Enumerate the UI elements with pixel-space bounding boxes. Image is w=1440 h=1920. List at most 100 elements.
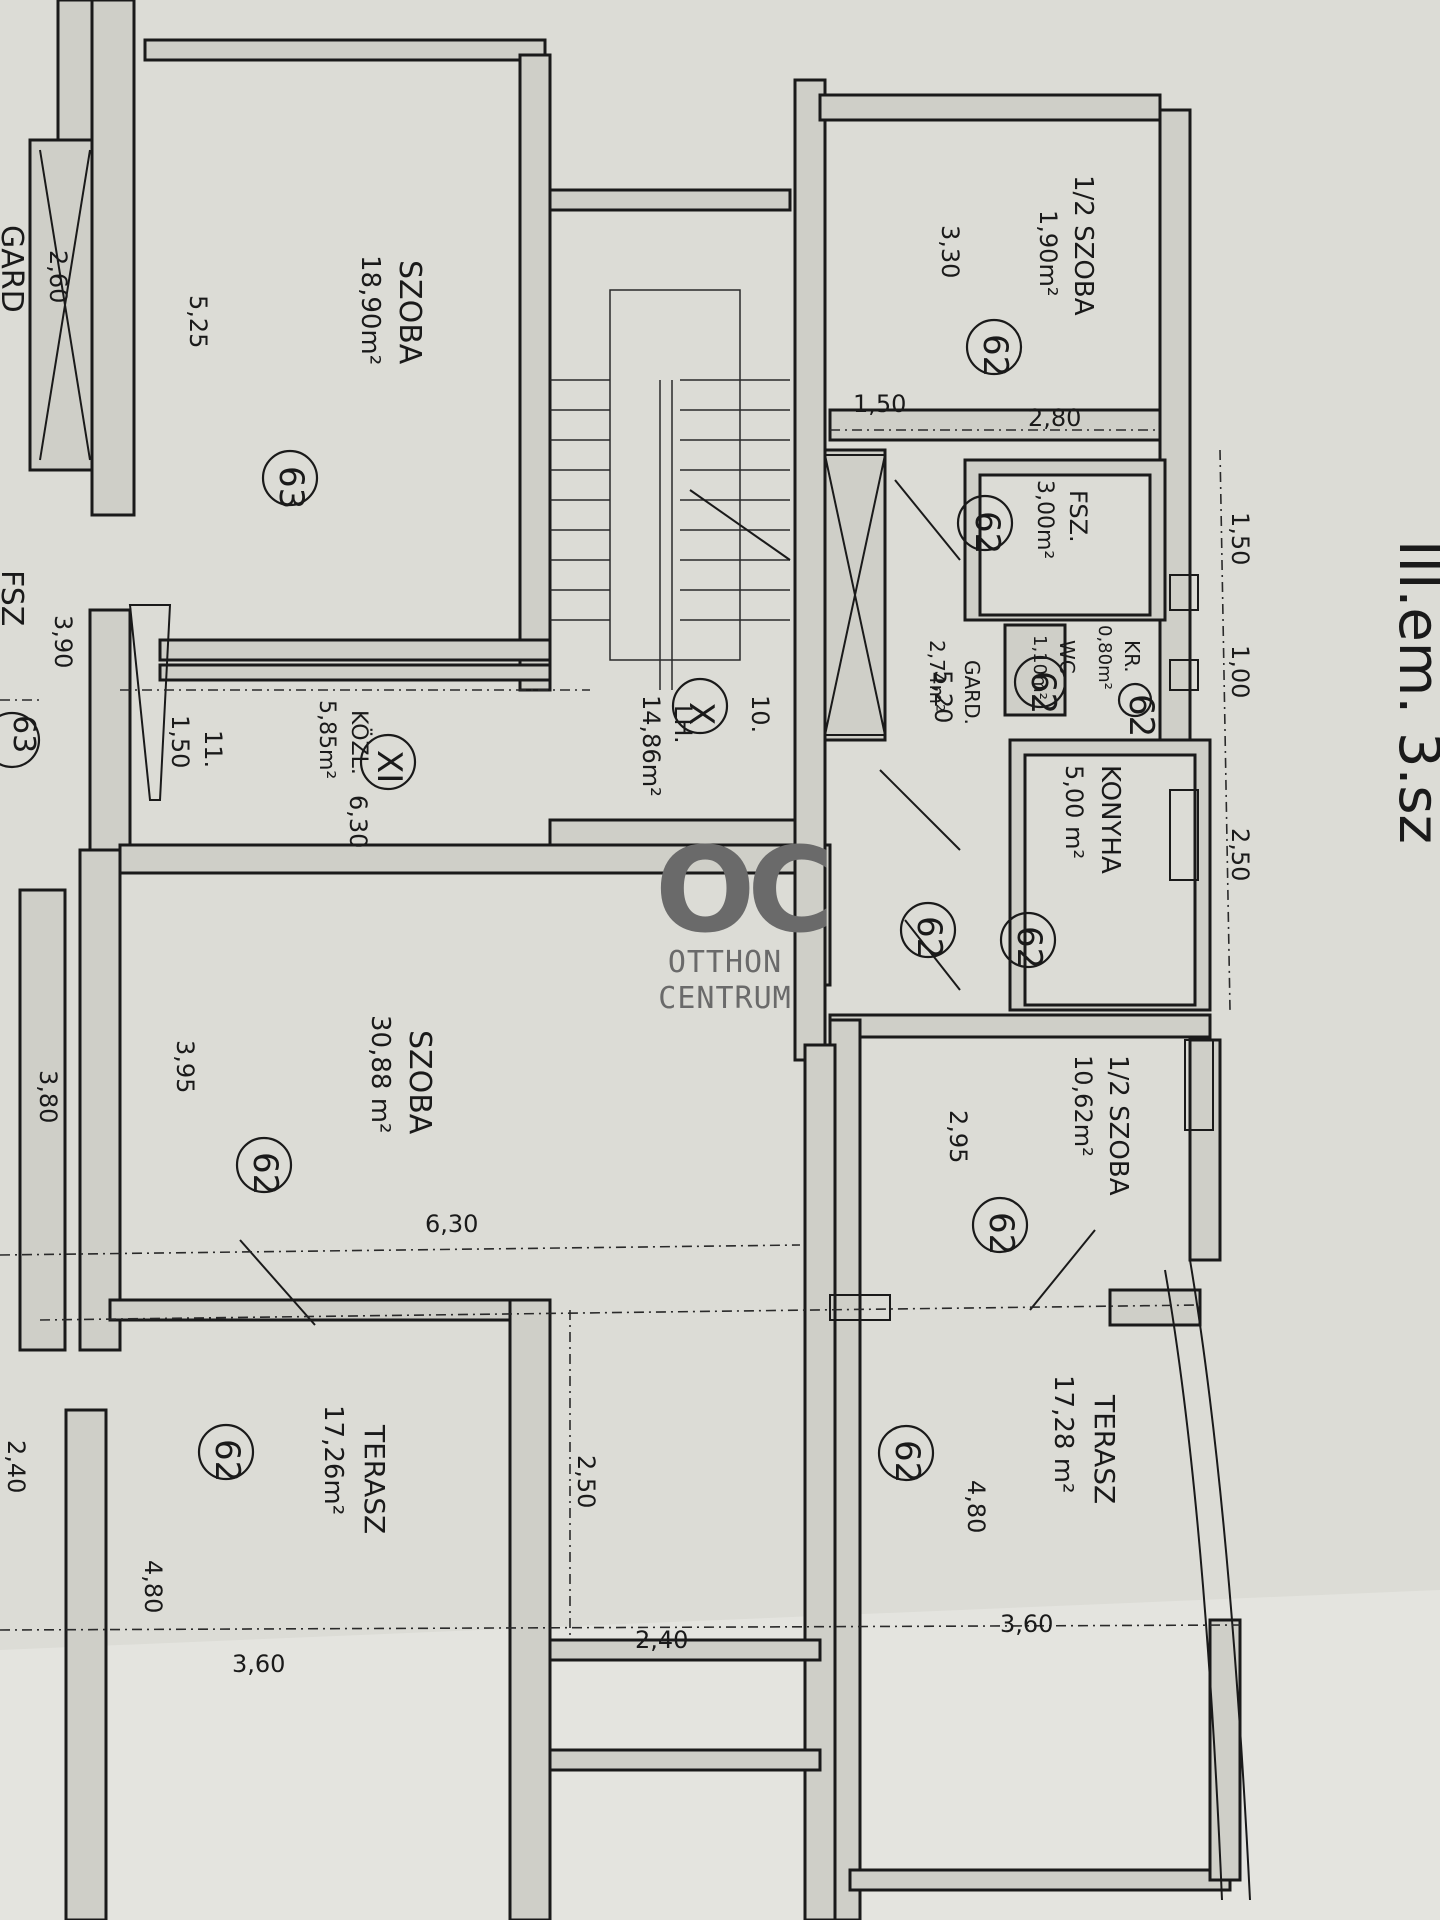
room-area-szoba-18: 18,90m² [355, 255, 385, 365]
dimension-label: 3,90 [49, 615, 77, 668]
wall-segment [828, 408, 1162, 442]
margin-text: GARD [0, 225, 29, 313]
wall-segment [548, 1638, 822, 1662]
room-name-wc: WC [1055, 640, 1079, 674]
wall-segment [803, 1043, 837, 1920]
dimension-label: 1,50 [1226, 512, 1254, 565]
wall-segment [793, 78, 827, 1062]
wall-segment [508, 1298, 552, 1920]
room-area-kozlekedo: 5,85m² [314, 700, 339, 779]
margin-text: FSZ [0, 570, 29, 626]
wall-segment [88, 608, 132, 852]
room-area-feloszoba-10: 10,62m² [1069, 1055, 1097, 1157]
dimension-label: 3,80 [34, 1070, 62, 1123]
wall-segment [1188, 1038, 1222, 1262]
unit-number: XI [369, 750, 409, 783]
terrace-curve [1164, 1269, 1223, 1901]
unit-number: 62 [1121, 694, 1161, 737]
terrace-curve [1189, 1259, 1251, 1901]
wall-segment [518, 53, 552, 692]
room-area-feloszoba-1: 1,90m² [1034, 210, 1062, 296]
dimension-label: 2,40 [635, 1626, 688, 1654]
dimension-label: 5,25 [184, 295, 212, 348]
fsz-inner [978, 473, 1152, 617]
wall-segment [143, 38, 547, 62]
room-area-konyha: 5,00 m² [1060, 765, 1088, 859]
room-name-feloszoba-1: 1/2 SZOBA [1068, 175, 1098, 316]
unit-number: 62 [245, 1152, 285, 1195]
dimension-lines [0, 429, 1241, 1640]
room-name-gardrob: GARD. [960, 660, 984, 725]
wc-wall [1003, 623, 1067, 717]
room-name-terasz-left: TERASZ [358, 1424, 391, 1534]
dimension-label: 2,50 [572, 1455, 600, 1508]
room-name-lepcsohaz: LH. [669, 705, 697, 744]
staircase [550, 289, 791, 690]
dimension-label: 1,00 [1226, 645, 1254, 698]
wall-segment [158, 663, 552, 682]
room-name-fsz: FSZ. [1064, 490, 1092, 543]
wall-segment [18, 888, 67, 1352]
wall-segment [90, 0, 136, 517]
margin-text: 63 [6, 715, 41, 753]
unit-circles [0, 318, 1153, 1482]
unit-number: 62 [981, 1212, 1021, 1255]
dimension-label: 2,40 [2, 1440, 30, 1493]
watermark-line1: OTTHON [667, 945, 783, 980]
windows [829, 574, 1214, 1321]
dimension-label: 3,60 [1000, 1610, 1053, 1638]
dimension-label: 11. [199, 730, 227, 768]
dimension-label: 4,80 [139, 1560, 167, 1613]
door-swing [128, 479, 1096, 1326]
room-name-konyha: KONYHA [1095, 765, 1125, 874]
shaft-cross [39, 149, 91, 461]
dimension-label: 2,95 [944, 1110, 972, 1163]
dimension-label: 10. [746, 695, 774, 733]
wall-segment [828, 1013, 1212, 1039]
unit-number: 62 [1023, 671, 1063, 714]
wall-segment [158, 638, 552, 662]
dimension-label: 4,80 [962, 1480, 990, 1533]
unit-number: 62 [909, 916, 949, 959]
wall-segment [818, 93, 1162, 122]
dimension-label: 1,50 [166, 715, 194, 768]
dimension-label: 6,30 [425, 1210, 478, 1238]
wall-segment [548, 188, 792, 212]
dimension-label: 2,60 [44, 250, 72, 303]
unit-number: 63 [271, 466, 311, 509]
dimension-label: 3,60 [232, 1650, 285, 1678]
room-area-fsz: 3,00m² [1032, 480, 1057, 559]
room-area-kamra: 0,80m² [1094, 625, 1115, 690]
unit-number: 62 [975, 334, 1015, 377]
watermark-line2: CENTRUM [658, 981, 792, 1016]
margin-title: III.em. 3.sz [1386, 540, 1440, 844]
unit-number: 62 [1009, 926, 1049, 969]
dimension-label: 2,80 [1028, 404, 1081, 432]
dimension-label: 3,95 [171, 1040, 199, 1093]
dimension-label: 3,30 [936, 225, 964, 278]
room-name-kamra: KR. [1120, 640, 1144, 673]
room-area-terasz-left: 17,26m² [318, 1405, 348, 1515]
room-name-szoba-30: SZOBA [402, 1030, 437, 1135]
unit-number: 62 [967, 511, 1007, 554]
watermark-logo: OC [655, 821, 834, 959]
wall-segment [548, 1748, 822, 1772]
otthon-centrum-watermark: OC OTTHON CENTRUM [655, 821, 834, 1017]
unit-number: X [681, 702, 721, 725]
room-area-wc: 1,10m² [1029, 635, 1050, 700]
unit-number: 62 [207, 1439, 247, 1482]
wall-segment [1108, 1288, 1202, 1327]
wall-segment [118, 843, 822, 875]
dimension-label: 5,20 [929, 670, 957, 723]
dimension-label: 6,30 [344, 795, 372, 848]
dimension-label: 2,50 [1226, 828, 1254, 881]
wall-segment [78, 848, 122, 1352]
room-area-terasz-right: 17,28 m² [1048, 1375, 1078, 1493]
room-area-szoba-30: 30,88 m² [365, 1015, 395, 1133]
room-area-gardrob: 2,74m² [925, 640, 949, 712]
konyha-inner [1023, 753, 1197, 1007]
room-name-kozlekedo: KÖZL. [346, 710, 372, 775]
room-area-lepcsohaz: 14,86m² [637, 695, 665, 797]
room-name-feloszoba-10: 1/2 SZOBA [1103, 1055, 1133, 1196]
